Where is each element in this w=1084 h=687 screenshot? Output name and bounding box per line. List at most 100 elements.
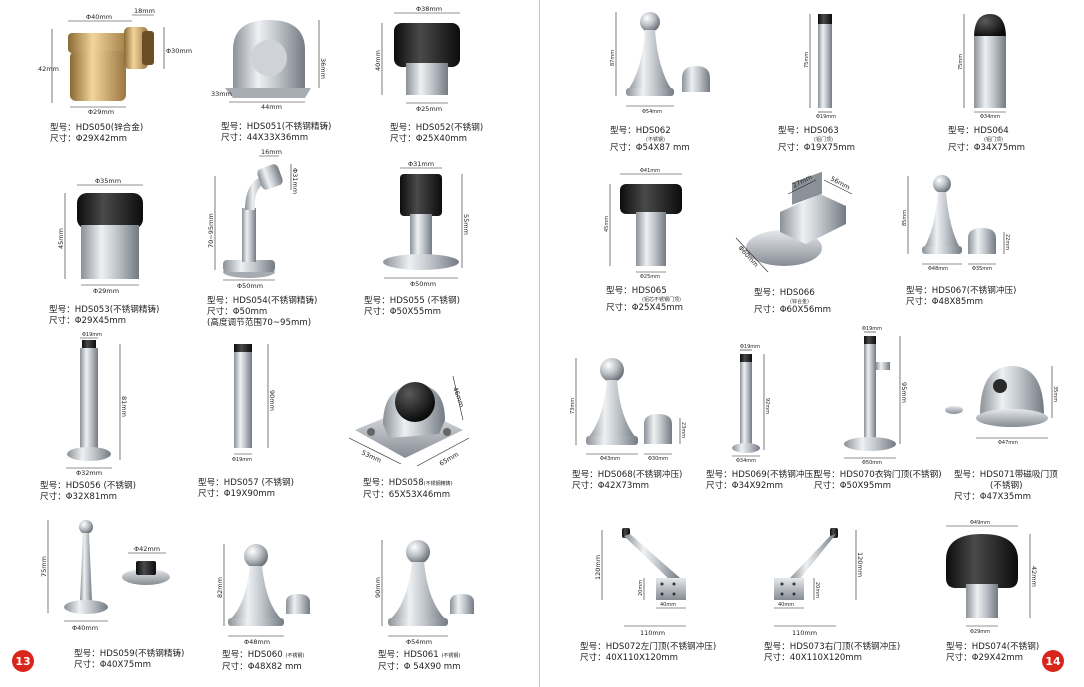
hds052-dim-2: 40mm (374, 50, 382, 71)
hds060-caption: 型号：HDS060 (不锈钢) 尺寸：Φ48X82 mm (222, 650, 304, 673)
hds060-dim-2: Φ48mm (244, 638, 270, 646)
hds068-model: 型号：HDS068(不锈钢冲压) (572, 470, 683, 480)
hds066-size: 尺寸：Φ60X56mm (754, 305, 832, 315)
hds068-dim-2: Φ43mm (600, 456, 620, 462)
hds062-dim-2: Φ54mm (642, 109, 662, 115)
page-number-right: 14 (1042, 650, 1064, 672)
hds071-size: 尺寸：Φ47X35mm (954, 492, 1032, 502)
hds054-extra: (高度调节范围70~95mm) (207, 318, 312, 328)
hds071-dim-1: 35mm (1052, 386, 1058, 402)
hds060-model: 型号：HDS060 (222, 650, 283, 660)
hds061-model: 型号：HDS061 (378, 650, 439, 660)
hds071-model: 型号：HDS071带磁吸门顶 (954, 470, 1058, 480)
hds057-size: 尺寸：Φ19X90mm (198, 489, 276, 499)
hds054-size: 尺寸：Φ50mm (207, 307, 268, 317)
hds059-caption: 型号：HDS059(不锈钢精铸) 尺寸：Φ40X75mm (74, 649, 184, 671)
hds071-model2: (不锈钢) (990, 481, 1023, 491)
product-hds067-image: 85mm Φ48mm Φ35mm 22mm (902, 175, 1010, 272)
hds066-note: (锌合金) (790, 299, 809, 305)
hds060-model-note: (不锈钢) (285, 653, 305, 659)
hds063-size: 尺寸：Φ19X75mm (778, 143, 856, 153)
hds051-dim-3: 33mm (211, 90, 232, 98)
hds066-model: 型号：HDS066 (754, 288, 815, 298)
hds052-dim-1: Φ38mm (416, 5, 442, 13)
hds061-model-line: 型号：HDS061 (不锈钢) (378, 650, 461, 662)
hds068-dim-3: Φ30mm (648, 456, 668, 462)
hds054-dim-1: 16mm (261, 148, 282, 156)
product-hds065-image: Φ41mm 45mm Φ25mm (604, 168, 682, 280)
hds067-dim-1: 85mm (902, 210, 908, 226)
hds058-dim-2: 53mm (360, 449, 382, 465)
hds053-dim-2: 45mm (57, 228, 65, 249)
product-hds059-image: 75mm Φ42mm Φ40mm (40, 520, 170, 632)
product-hds064-image: 75mm Φ34mm (958, 14, 1006, 120)
hds069-caption: 型号：HDS069(不锈钢冲压) 尺寸：Φ34X92mm (706, 470, 816, 492)
page-number-left: 13 (12, 650, 34, 672)
hds055-dim-1: Φ31mm (408, 160, 434, 168)
hds063-note: (铝门顶) (814, 137, 833, 143)
hds067-dim-4: 22mm (1004, 234, 1010, 250)
hds066-dim-2: 56mm (829, 175, 851, 192)
hds055-dim-3: Φ50mm (410, 280, 436, 288)
hds060-size: 尺寸：Φ48X82 mm (222, 662, 302, 672)
hds074-caption: 型号：HDS074(不锈钢) 尺寸：Φ29X42mm (946, 642, 1039, 664)
product-hds052-image: Φ38mm 40mm Φ25mm (374, 5, 460, 113)
hds073-dim-4: 110mm (792, 629, 817, 637)
hds050-caption: 型号：HDS050(锌合金) 尺寸：Φ29X42mm (50, 123, 143, 145)
product-hds068-image: 73mm Φ43mm Φ30mm 23mm (570, 358, 686, 462)
hds050-dim-3: Φ30mm (166, 47, 192, 55)
hds056-caption: 型号：HDS056 (不锈钢) 尺寸：Φ32X81mm (40, 481, 136, 503)
product-hds054-image: 16mm Φ31mm 70~95mm Φ50mm (207, 148, 299, 290)
hds058-model: 型号：HDS058 (363, 478, 424, 488)
hds061-model-note: (不锈钢) (441, 653, 461, 659)
hds059-model: 型号：HDS059(不锈钢精铸) (74, 649, 185, 659)
hds068-caption: 型号：HDS068(不锈钢冲压) 尺寸：Φ42X73mm (572, 470, 682, 492)
hds060-model-line: 型号：HDS060 (不锈钢) (222, 650, 304, 662)
hds054-model: 型号：HDS054(不锈钢精铸) (207, 296, 318, 306)
hds051-dim-2: 44mm (261, 103, 282, 111)
hds070-model: 型号：HDS070衣钩门顶(不锈钢) (814, 470, 942, 480)
hds073-model: 型号：HDS073右门顶(不锈钢冲压) (764, 642, 901, 652)
hds061-dim-2: Φ54mm (406, 638, 432, 646)
hds052-model: 型号：HDS052(不锈钢) (390, 123, 484, 133)
hds070-dim-3: Φ50mm (862, 460, 882, 466)
hds064-size: 尺寸：Φ34X75mm (948, 143, 1026, 153)
product-hds058-image: 46mm 53mm 65mm (348, 375, 470, 468)
hds070-caption: 型号：HDS070衣钩门顶(不锈钢) 尺寸：Φ50X95mm (814, 470, 942, 492)
hds071-caption: 型号：HDS071带磁吸门顶 (不锈钢) 尺寸：Φ47X35mm (954, 470, 1058, 503)
hds071-dim-2: Φ47mm (998, 440, 1018, 446)
hds067-model: 型号：HDS067(不锈钢冲压) (906, 286, 1017, 296)
hds063-dim-2: Φ19mm (816, 114, 836, 120)
hds054-dim-3: 70~95mm (207, 213, 215, 248)
hds054-dim-4: Φ50mm (237, 282, 263, 290)
hds074-size: 尺寸：Φ29X42mm (946, 653, 1024, 663)
hds054-dim-2: Φ31mm (291, 168, 299, 194)
hds064-note: (铝门顶) (984, 137, 1003, 143)
hds074-dim-2: 42mm (1030, 566, 1038, 587)
hds051-model: 型号：HDS051(不锈钢精铸) (221, 122, 332, 132)
hds051-size: 尺寸：44X33X36mm (221, 133, 309, 143)
hds069-model: 型号：HDS069(不锈钢冲压) (706, 470, 817, 480)
hds065-caption: 型号：HDS065 (铝芯不锈钢门顶) 尺寸：Φ25X45mm (606, 286, 683, 314)
hds060-dim-1: 82mm (216, 577, 224, 598)
hds063-caption: 型号：HDS063 (铝门顶) 尺寸：Φ19X75mm (778, 126, 855, 154)
hds056-dim-3: Φ32mm (76, 469, 102, 477)
hds070-dim-1: Φ19mm (862, 326, 882, 332)
hds065-model: 型号：HDS065 (606, 286, 667, 296)
hds067-size: 尺寸：Φ48X85mm (906, 297, 984, 307)
hds050-dim-2: 18mm (134, 7, 155, 15)
hds050-model: 型号：HDS050(锌合金) (50, 123, 144, 133)
product-hds069-image: Φ19mm 92mm Φ34mm (732, 344, 770, 464)
hds059-dim-2: Φ42mm (134, 545, 160, 553)
hds058-size: 尺寸：65X53X46mm (363, 490, 451, 500)
hds068-size: 尺寸：Φ42X73mm (572, 481, 650, 491)
product-hds070-image: Φ19mm 95mm Φ50mm (844, 326, 908, 466)
hds061-size: 尺寸：Φ 54X90 mm (378, 662, 461, 672)
hds065-dim-3: Φ25mm (640, 274, 660, 280)
hds058-dim-1: 46mm (451, 386, 466, 408)
hds069-dim-2: 92mm (764, 398, 770, 414)
product-hds053-image: Φ35mm 45mm Φ29mm (57, 177, 143, 295)
hds055-size: 尺寸：Φ50X55mm (364, 307, 442, 317)
hds053-model: 型号：HDS053(不锈钢精铸) (49, 305, 160, 315)
product-hds051-image: 36mm 44mm 33mm (211, 20, 327, 111)
